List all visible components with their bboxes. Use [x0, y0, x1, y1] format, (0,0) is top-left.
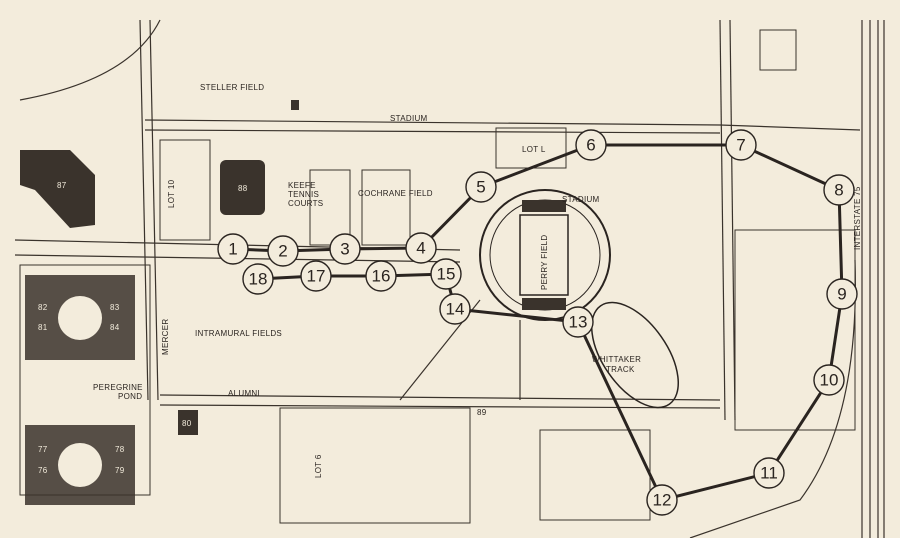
route-stop-5: 5 [465, 171, 497, 203]
stop-number: 12 [653, 491, 672, 510]
stop-circle [267, 235, 299, 267]
stop-circle [365, 260, 397, 292]
route-stop-9: 9 [826, 278, 858, 310]
route-stop-10: 10 [813, 364, 845, 396]
stop-number: 16 [372, 267, 391, 286]
svg-text:81: 81 [38, 323, 48, 332]
stop-circle [813, 364, 845, 396]
route-stop-11: 11 [753, 457, 785, 489]
route-stop-13: 13 [562, 306, 594, 338]
stop-number: 1 [228, 240, 237, 259]
stop-circle [725, 129, 757, 161]
route-stop-16: 16 [365, 260, 397, 292]
svg-text:LOT 6: LOT 6 [314, 454, 323, 478]
svg-text:82: 82 [38, 303, 48, 312]
svg-text:78: 78 [115, 445, 125, 454]
building-numbers: 87 88 80 89 82 83 81 84 77 78 76 79 [38, 181, 487, 475]
stop-circle [465, 171, 497, 203]
stop-number: 7 [736, 136, 745, 155]
stop-circle [439, 293, 471, 325]
stop-number: 17 [307, 267, 326, 286]
svg-text:WHITTAKER: WHITTAKER [592, 355, 641, 364]
stop-number: 2 [278, 242, 287, 261]
svg-text:83: 83 [110, 303, 120, 312]
stop-number: 9 [837, 285, 846, 304]
svg-text:79: 79 [115, 466, 125, 475]
stop-circle [430, 258, 462, 290]
svg-text:POND: POND [118, 392, 142, 401]
alumni-road-label: ALUMNI [228, 389, 260, 398]
cochrane-field-label: COCHRANE FIELD [358, 189, 433, 198]
buildings [20, 100, 299, 505]
stop-number: 4 [416, 239, 425, 258]
stop-number: 18 [249, 270, 268, 289]
route-stop-18: 18 [242, 263, 274, 295]
stop-number: 3 [340, 240, 349, 259]
route-stop-17: 17 [300, 260, 332, 292]
stop-circle [562, 306, 594, 338]
svg-text:87: 87 [57, 181, 67, 190]
stop-number: 8 [834, 181, 843, 200]
stop-circle [300, 260, 332, 292]
svg-text:COURTS: COURTS [288, 199, 323, 208]
stop-circle [823, 174, 855, 206]
perry-field-label: PERRY FIELD [540, 235, 549, 290]
stadium-label: STADIUM [562, 195, 600, 204]
svg-text:80: 80 [182, 419, 192, 428]
svg-text:PEREGRINE: PEREGRINE [93, 383, 143, 392]
svg-text:89: 89 [477, 408, 487, 417]
svg-text:LOT 10: LOT 10 [167, 179, 176, 208]
route-path [232, 143, 844, 502]
stop-circle [575, 129, 607, 161]
svg-text:88: 88 [238, 184, 248, 193]
stop-number: 11 [760, 464, 778, 483]
route-stop-7: 7 [725, 129, 757, 161]
route-stop-14: 14 [439, 293, 471, 325]
stop-circle [217, 233, 249, 265]
lot-l-label: LOT L [522, 145, 546, 154]
svg-text:TRACK: TRACK [606, 365, 635, 374]
stop-circle [242, 263, 274, 295]
svg-text:KEEFE: KEEFE [288, 181, 316, 190]
stop-number: 15 [437, 265, 456, 284]
mercer-road-label: MERCER [161, 319, 170, 355]
stop-number: 5 [476, 178, 485, 197]
stop-circle [646, 484, 678, 516]
svg-text:84: 84 [110, 323, 120, 332]
place-labels: STELLER FIELD STADIUM LOT L STADIUM KEEF… [93, 83, 862, 478]
stop-circle [826, 278, 858, 310]
stop-circle [329, 233, 361, 265]
steller-field-label: STELLER FIELD [200, 83, 264, 92]
route-stop-3: 3 [329, 233, 361, 265]
stop-circle [753, 457, 785, 489]
stop-number: 14 [446, 300, 465, 319]
stop-number: 10 [820, 371, 839, 390]
route-stop-8: 8 [823, 174, 855, 206]
route-stop-6: 6 [575, 129, 607, 161]
stadium [479, 189, 611, 321]
whittaker-track [590, 301, 680, 409]
svg-text:TENNIS: TENNIS [288, 190, 319, 199]
svg-text:76: 76 [38, 466, 48, 475]
stop-number: 13 [569, 313, 588, 332]
stadium-road-label: STADIUM [390, 114, 428, 123]
route-stop-12: 12 [646, 484, 678, 516]
svg-text:77: 77 [38, 445, 48, 454]
route-stop-1: 1 [217, 233, 249, 265]
stop-circle [405, 232, 437, 264]
route-stop-15: 15 [430, 258, 462, 290]
interstate-label: INTERSTATE 75 [853, 186, 862, 250]
intramural-fields-label: INTRAMURAL FIELDS [195, 329, 282, 338]
route-stop-2: 2 [267, 235, 299, 267]
route-stop-4: 4 [405, 232, 437, 264]
stop-number: 6 [586, 136, 595, 155]
